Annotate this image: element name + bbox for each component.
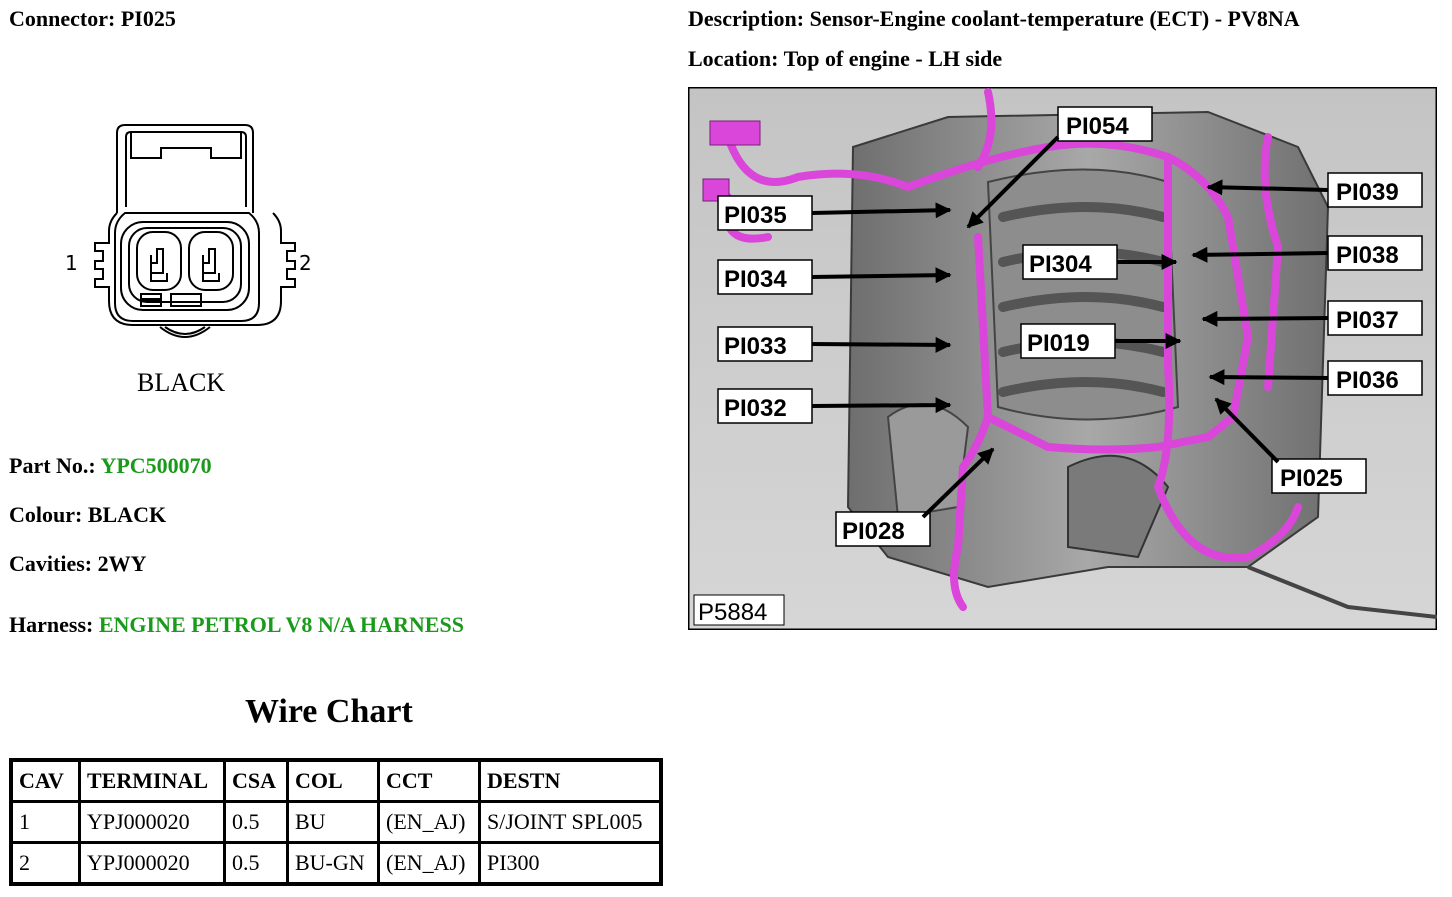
harness-label: Harness: <box>9 612 94 637</box>
callout-pi037: PI037 <box>1336 307 1399 334</box>
description: Description: Sensor-Engine coolant-tempe… <box>688 6 1300 32</box>
callout-pi039: PI039 <box>1336 179 1399 206</box>
cell-terminal: YPJ000020 <box>78 800 226 844</box>
description-label: Description: <box>688 6 805 31</box>
wire-chart-table: CAV TERMINAL CSA COL CCT DESTN 1 YPJ0000… <box>9 758 663 886</box>
connector-title: Connector: PI025 <box>9 6 176 32</box>
cavities-label: Cavities: <box>9 551 93 576</box>
figure-id: P5884 <box>698 599 767 626</box>
connector-value: PI025 <box>120 6 176 31</box>
location-label: Location: <box>688 46 779 71</box>
col-terminal: TERMINAL <box>78 758 226 803</box>
callout-pi038: PI038 <box>1336 242 1399 269</box>
callout-group: PI054 PI039 PI035 PI038 PI304 PI034 PI03… <box>717 106 1423 547</box>
description-value: Sensor-Engine coolant-temperature (ECT) … <box>809 6 1300 31</box>
part-number: Part No.: YPC500070 <box>9 453 212 479</box>
pin-1-label: 1 <box>65 251 78 275</box>
connector-colour-label: BLACK <box>137 368 225 397</box>
table-row: 2 YPJ000020 0.5 BU-GN (EN_AJ) PI300 <box>9 841 663 886</box>
engine-location-photo: PI054 PI039 PI035 PI038 PI304 PI034 PI03… <box>688 87 1437 630</box>
col-cct: CCT <box>377 758 481 803</box>
colour: Colour: BLACK <box>9 502 166 528</box>
cell-destn: PI300 <box>478 841 663 886</box>
wire-chart-title: Wire Chart <box>245 693 413 730</box>
table-header-row: CAV TERMINAL CSA COL CCT DESTN <box>9 758 663 803</box>
pin-2-label: 2 <box>299 251 312 275</box>
callout-pi025: PI025 <box>1280 465 1343 492</box>
cell-cct: (EN_AJ) <box>377 841 481 886</box>
callout-pi304: PI304 <box>1029 251 1092 278</box>
col-csa: CSA <box>223 758 289 803</box>
callout-pi019: PI019 <box>1027 330 1090 357</box>
callout-pi028: PI028 <box>842 518 905 545</box>
cell-csa: 0.5 <box>223 841 289 886</box>
harness: Harness: ENGINE PETROL V8 N/A HARNESS <box>9 612 464 638</box>
cell-col: BU <box>286 800 380 844</box>
callout-pi033: PI033 <box>724 333 787 360</box>
cell-col: BU-GN <box>286 841 380 886</box>
callout-pi034: PI034 <box>724 266 787 293</box>
col-cav: CAV <box>9 758 81 803</box>
cell-terminal: YPJ000020 <box>78 841 226 886</box>
table-row: 1 YPJ000020 0.5 BU (EN_AJ) S/JOINT SPL00… <box>9 800 663 844</box>
col-col: COL <box>286 758 380 803</box>
connector-drawing: 1 2 BLACK <box>65 124 312 397</box>
callout-pi032: PI032 <box>724 395 787 422</box>
cell-cav: 1 <box>9 800 81 844</box>
connector-label: Connector: <box>9 6 116 31</box>
location-value: Top of engine - LH side <box>783 46 1003 71</box>
part-number-link[interactable]: YPC500070 <box>100 453 212 478</box>
cavities-value: 2WY <box>97 551 147 576</box>
colour-value: BLACK <box>87 502 167 527</box>
colour-label: Colour: <box>9 502 83 527</box>
cell-csa: 0.5 <box>223 800 289 844</box>
col-destn: DESTN <box>478 758 663 803</box>
harness-link[interactable]: ENGINE PETROL V8 N/A HARNESS <box>98 612 464 637</box>
callout-pi035: PI035 <box>724 202 787 229</box>
cell-destn: S/JOINT SPL005 <box>478 800 663 844</box>
callout-pi036: PI036 <box>1336 367 1399 394</box>
cell-cav: 2 <box>9 841 81 886</box>
cavities: Cavities: 2WY <box>9 551 146 577</box>
cell-cct: (EN_AJ) <box>377 800 481 844</box>
part-number-label: Part No.: <box>9 453 96 478</box>
callout-pi054: PI054 <box>1066 113 1129 140</box>
location: Location: Top of engine - LH side <box>688 46 1002 72</box>
